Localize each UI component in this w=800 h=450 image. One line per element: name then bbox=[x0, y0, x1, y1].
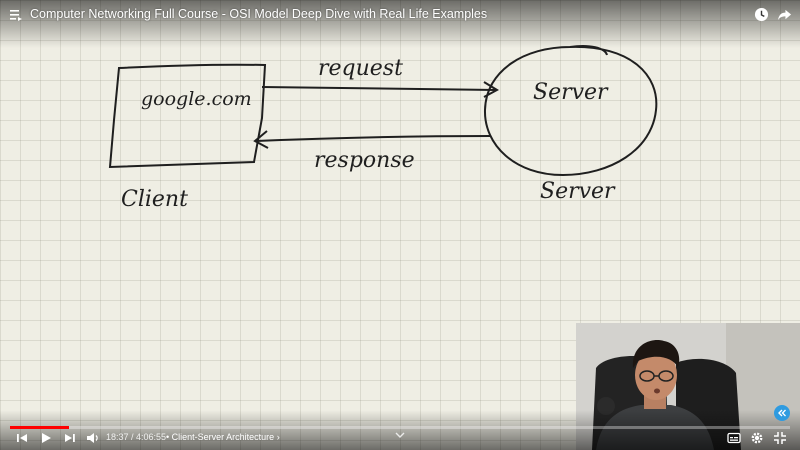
extension-button[interactable] bbox=[774, 405, 790, 421]
next-icon[interactable] bbox=[63, 431, 77, 445]
progress-played bbox=[10, 426, 69, 429]
server-label: Server bbox=[540, 179, 616, 204]
server-circle bbox=[483, 45, 658, 177]
watch-later-icon[interactable] bbox=[754, 7, 769, 22]
client-label: Client bbox=[121, 187, 188, 212]
previous-icon[interactable] bbox=[15, 431, 29, 445]
chapter-title[interactable]: • Client-Server Architecture › bbox=[166, 432, 280, 442]
double-chevron-left-icon bbox=[778, 409, 786, 417]
response-arrow bbox=[255, 135, 491, 142]
request-arrow bbox=[261, 86, 497, 91]
chevron-down-icon[interactable] bbox=[395, 431, 405, 439]
fullscreen-icon[interactable] bbox=[773, 431, 787, 445]
response-arrowhead bbox=[253, 130, 269, 149]
volume-icon[interactable] bbox=[86, 431, 100, 445]
video-title[interactable]: Computer Networking Full Course - OSI Mo… bbox=[30, 7, 488, 21]
bottom-gradient bbox=[0, 410, 800, 450]
top-gradient bbox=[0, 0, 800, 48]
subtitles-icon[interactable] bbox=[727, 431, 741, 445]
progress-bar[interactable] bbox=[10, 426, 790, 429]
play-icon[interactable] bbox=[39, 431, 53, 445]
time-display: 18:37 / 4:06:55 bbox=[106, 432, 167, 442]
client-box bbox=[108, 63, 267, 169]
request-label: request bbox=[318, 56, 403, 81]
gear-icon[interactable] bbox=[750, 431, 764, 445]
response-label: response bbox=[314, 148, 415, 173]
playlist-icon[interactable] bbox=[9, 8, 23, 22]
client-box-text: google.com bbox=[141, 88, 252, 110]
share-icon[interactable] bbox=[777, 7, 792, 22]
server-circle-text: Server bbox=[533, 80, 609, 105]
